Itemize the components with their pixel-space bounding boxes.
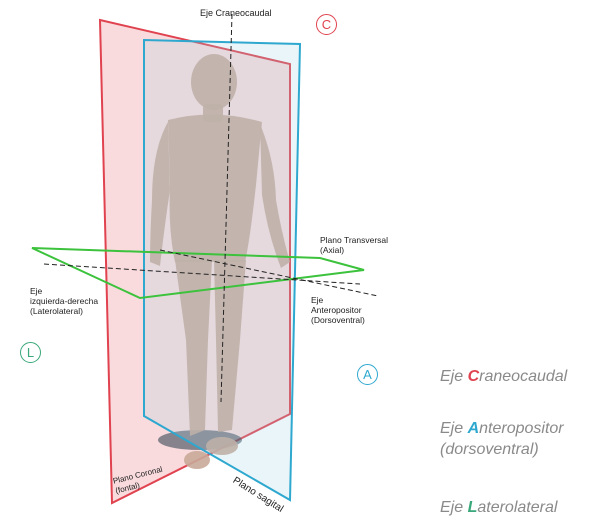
badge-a: A: [357, 364, 378, 385]
legend-antero-rest: nteropositor: [479, 420, 564, 437]
label-eje-antero-line1: Eje: [311, 295, 365, 305]
badge-l: L: [20, 342, 41, 363]
label-plano-transversal: Plano Transversal (Axial): [320, 235, 388, 255]
badge-c: C: [316, 14, 337, 35]
legend-laterolateral: Eje Laterolateral: [440, 497, 557, 518]
label-eje-izquierda-derecha: Eje izquierda-derecha (Laterolateral): [30, 286, 98, 316]
label-eje-anteropositor: Eje Anteropositor (Dorsoventral): [311, 295, 365, 325]
legend-craneo-accent: C: [468, 368, 480, 385]
legend-craneocaudal: Eje Craneocaudal: [440, 366, 567, 387]
legend-latero-accent: L: [468, 499, 478, 516]
legend-anteropositor: Eje Anteropositor (dorsoventral): [440, 418, 564, 460]
label-eje-izq-der-line2: izquierda-derecha: [30, 296, 98, 306]
label-eje-craneocaudal: Eje Craneocaudal: [200, 8, 272, 18]
legend-antero-accent: A: [468, 420, 480, 437]
legend-antero-prefix: Eje: [440, 420, 468, 437]
label-eje-izq-der-line1: Eje: [30, 286, 98, 296]
legend-antero-line2: (dorsoventral): [440, 439, 564, 460]
legend-craneo-prefix: Eje: [440, 368, 468, 385]
label-eje-antero-line2: Anteropositor: [311, 305, 365, 315]
label-eje-izq-der-line3: (Laterolateral): [30, 306, 98, 316]
label-eje-antero-line3: (Dorsoventral): [311, 315, 365, 325]
legend-antero-line1: Eje Anteropositor: [440, 418, 564, 439]
label-plano-transversal-line1: Plano Transversal: [320, 235, 388, 245]
legend-latero-rest: aterolateral: [477, 499, 557, 516]
legend-latero-prefix: Eje: [440, 499, 468, 516]
legend-craneo-rest: raneocaudal: [479, 368, 567, 385]
label-plano-transversal-line2: (Axial): [320, 245, 388, 255]
